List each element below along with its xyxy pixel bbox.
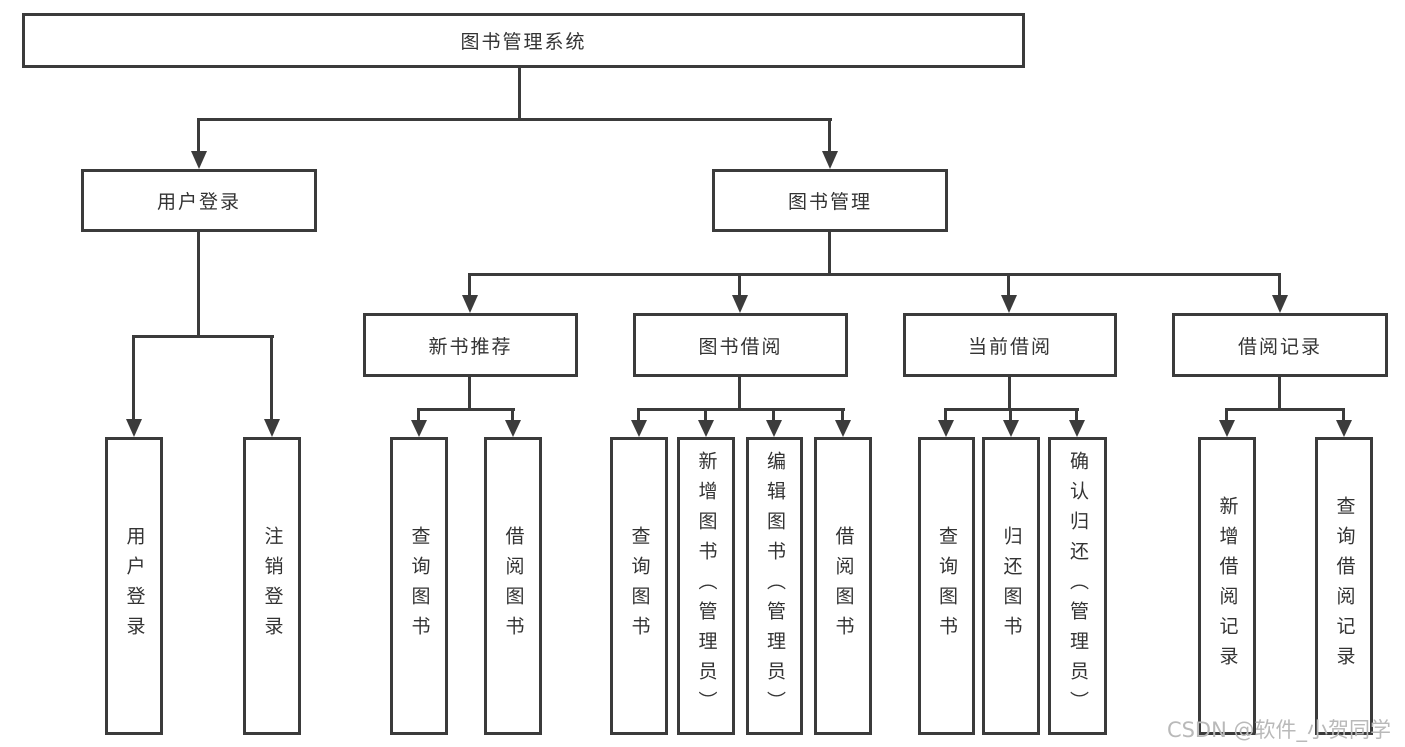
connector-records-stub: [1278, 377, 1281, 411]
connector-leaf-drop: [1225, 408, 1228, 422]
leaf-edit-books-admin: 编辑图书（管理员）: [746, 437, 803, 735]
leaf-borrowing-borrow-books-label: 借阅图书: [832, 526, 855, 646]
connector-to-current-borrowing: [1007, 273, 1010, 297]
connector-to-new-book-recommend: [468, 273, 471, 297]
leaf-return-books: 归还图书: [982, 437, 1040, 735]
arrow-down-icon: [1003, 420, 1019, 437]
connector-user-login-stub: [197, 232, 200, 338]
connector-leaf-drop: [772, 408, 775, 422]
connector-recommend-bar: [417, 408, 515, 411]
leaf-add-books-admin: 新增图书（管理员）: [677, 437, 735, 735]
leaf-borrowing-query-books-label: 查询图书: [628, 526, 651, 646]
arrow-down-icon: [462, 295, 478, 313]
leaf-query-borrow-record-label: 查询借阅记录: [1333, 496, 1356, 676]
node-new-book-recommend-label: 新书推荐: [428, 335, 513, 358]
leaf-recommend-borrow-books-label: 借阅图书: [502, 526, 525, 646]
node-library-system: 图书管理系统: [22, 13, 1025, 68]
leaf-recommend-borrow-books: 借阅图书: [484, 437, 542, 735]
leaf-borrowing-borrow-books: 借阅图书: [814, 437, 872, 735]
node-book-management: 图书管理: [712, 169, 948, 232]
connector-to-leaf-user-login: [132, 335, 135, 421]
arrow-down-icon: [505, 420, 521, 437]
leaf-add-borrow-record-label: 新增借阅记录: [1216, 496, 1239, 676]
connector-records-bar: [1225, 408, 1345, 411]
leaf-user-login: 用户登录: [105, 437, 163, 735]
connector-leaf-drop: [944, 408, 947, 422]
connector-leaf-drop: [841, 408, 844, 422]
arrow-down-icon: [631, 420, 647, 437]
node-user-login-label: 用户登录: [156, 191, 241, 213]
arrow-down-icon: [411, 420, 427, 437]
connector-user-login-bar: [133, 335, 274, 338]
connector-leaf-drop: [511, 408, 514, 422]
node-book-management-label: 图书管理: [787, 191, 872, 213]
connector-current-stub: [1008, 377, 1011, 411]
arrow-down-icon: [126, 419, 142, 437]
connector-book-mgmt-bar: [468, 273, 1281, 276]
connector-to-leaf-logout: [270, 335, 273, 421]
arrow-down-icon: [835, 420, 851, 437]
node-borrow-records-label: 借阅记录: [1237, 335, 1322, 358]
leaf-add-borrow-record: 新增借阅记录: [1198, 437, 1256, 735]
leaf-query-borrow-record: 查询借阅记录: [1315, 437, 1373, 735]
connector-recommend-stub: [468, 377, 471, 411]
leaf-logout-label: 注销登录: [261, 526, 284, 646]
node-user-login: 用户登录: [81, 169, 317, 232]
leaf-return-books-label: 归还图书: [1000, 526, 1023, 646]
leaf-current-query-books: 查询图书: [918, 437, 975, 735]
connector-to-book-management: [828, 118, 831, 153]
leaf-current-query-books-label: 查询图书: [936, 526, 958, 646]
arrow-down-icon: [938, 420, 954, 437]
connector-to-book-borrowing: [738, 273, 741, 297]
node-new-book-recommend: 新书推荐: [363, 313, 578, 377]
leaf-borrowing-query-books: 查询图书: [610, 437, 668, 735]
arrow-down-icon: [1336, 420, 1352, 437]
connector-current-bar: [945, 408, 1079, 411]
arrow-down-icon: [1219, 420, 1235, 437]
arrow-down-icon: [698, 420, 714, 437]
connector-leaf-drop: [1075, 408, 1078, 422]
leaf-confirm-return-admin: 确认归还（管理员）: [1048, 437, 1107, 735]
node-library-system-label: 图书管理系统: [460, 31, 587, 53]
leaf-recommend-query-books-label: 查询图书: [408, 526, 431, 646]
leaf-add-books-admin-label: 新增图书（管理员）: [695, 451, 718, 721]
connector-leaf-drop: [417, 408, 420, 422]
arrow-down-icon: [191, 151, 207, 169]
arrow-down-icon: [1272, 295, 1288, 313]
leaf-edit-books-admin-label: 编辑图书（管理员）: [764, 451, 786, 721]
connector-root-bar: [197, 118, 832, 121]
leaf-confirm-return-admin-label: 确认归还（管理员）: [1067, 451, 1089, 721]
leaf-logout: 注销登录: [243, 437, 301, 735]
arrow-down-icon: [822, 151, 838, 169]
arrow-down-icon: [732, 295, 748, 313]
leaf-recommend-query-books: 查询图书: [390, 437, 448, 735]
connector-leaf-drop: [704, 408, 707, 422]
connector-leaf-drop: [1342, 408, 1345, 422]
csdn-watermark: CSDN @软件_小贺同学: [1166, 718, 1391, 742]
connector-leaf-drop: [1009, 408, 1012, 422]
arrow-down-icon: [1001, 295, 1017, 313]
node-book-borrowing-label: 图书借阅: [698, 335, 783, 358]
node-current-borrowing: 当前借阅: [903, 313, 1117, 377]
connector-borrowing-stub: [738, 377, 741, 411]
node-current-borrowing-label: 当前借阅: [967, 335, 1052, 358]
node-book-borrowing: 图书借阅: [633, 313, 848, 377]
connector-root-stub: [518, 68, 521, 121]
arrow-down-icon: [766, 420, 782, 437]
leaf-user-login-label: 用户登录: [123, 526, 146, 646]
connector-to-borrow-records: [1278, 273, 1281, 297]
node-borrow-records: 借阅记录: [1172, 313, 1388, 377]
arrow-down-icon: [264, 419, 280, 437]
connector-leaf-drop: [637, 408, 640, 422]
connector-to-user-login: [197, 118, 200, 153]
connector-borrowing-bar: [637, 408, 845, 411]
connector-book-mgmt-stub: [828, 232, 831, 276]
arrow-down-icon: [1069, 420, 1085, 437]
